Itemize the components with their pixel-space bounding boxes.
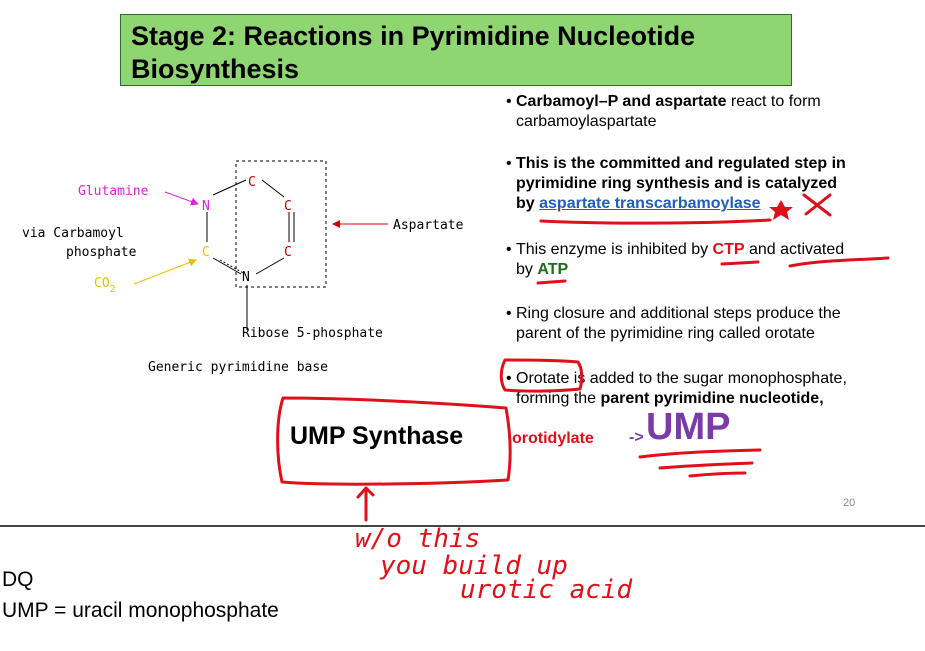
pointer-arrow <box>356 486 375 522</box>
atom-c-left: C <box>202 245 210 260</box>
slide-notes-divider <box>0 525 925 527</box>
atom-c-top: C <box>248 175 256 190</box>
atom-n-bottom: N <box>242 270 250 285</box>
orotidylate-label: orotidylate <box>512 430 594 447</box>
bullet-5: • Orotate is added to the sugar monophos… <box>506 370 847 407</box>
slide-title-box: Stage 2: Reactions in Pyrimidine Nucleot… <box>120 14 792 86</box>
diagram-caption: Generic pyrimidine base <box>148 360 328 375</box>
notes-line-2: UMP = uracil monophosphate <box>2 599 279 622</box>
carbamoyl-label-line1: via Carbamoyl <box>22 226 124 241</box>
ump-underline-1 <box>638 448 762 459</box>
carbamoyl-label-line2: phosphate <box>66 245 137 260</box>
slide-title-line2: Biosynthesis <box>131 54 300 84</box>
handwriting-line-2: you build up <box>379 551 568 581</box>
handwriting-line-3: urotic acid <box>460 575 633 605</box>
ribose-label: Ribose 5-phosphate <box>242 326 383 341</box>
glutamine-label: Glutamine <box>78 184 149 199</box>
handwriting-line-1: w/o this <box>355 524 480 554</box>
enzyme-underline <box>539 218 772 225</box>
co2-label: CO2 <box>94 276 116 295</box>
bullet-2: • This is the committed and regulated st… <box>506 155 846 212</box>
aspartate-transcarbamoylase-link[interactable]: aspartate transcarbamoylase <box>539 195 761 212</box>
atom-n-left: N <box>202 199 210 214</box>
reaction-arrow: -> <box>629 429 644 446</box>
aspartate-dashed-box <box>235 160 327 288</box>
ump-underline-2 <box>658 461 754 470</box>
ump-product-label: UMP <box>646 406 731 448</box>
ump-synthase-label: UMP Synthase <box>290 422 464 450</box>
notes-line-1: DQ <box>2 568 34 591</box>
bullet-4: • Ring closure and additional steps prod… <box>506 305 841 342</box>
pyrimidine-diagram: C C C N C N Glutamine via Carbamoyl phos… <box>22 160 464 375</box>
slide-title-line1: Stage 2: Reactions in Pyrimidine Nucleot… <box>131 21 696 51</box>
atom-c-right-bottom: C <box>284 245 292 260</box>
aspartate-label: Aspartate <box>393 218 464 233</box>
page-number: 20 <box>843 497 856 509</box>
ump-underline-3 <box>688 471 747 478</box>
bullet-1: • Carbamoyl–P and aspartate react to for… <box>506 93 821 130</box>
atom-c-right-top: C <box>284 199 292 214</box>
atp-underline <box>536 279 567 285</box>
bullet-3: • This enzyme is inhibited by CTP and ac… <box>506 241 845 278</box>
